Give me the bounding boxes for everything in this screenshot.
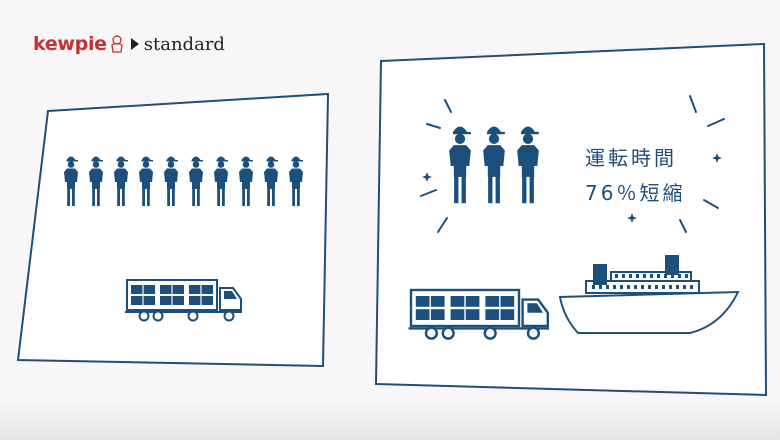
burst-rays bbox=[420, 95, 725, 233]
tagline: standard bbox=[143, 33, 225, 55]
panel-left bbox=[16, 92, 330, 368]
caption-line1: 運転時間 bbox=[585, 146, 677, 170]
panel-right bbox=[374, 42, 768, 397]
bottom-shade bbox=[0, 400, 780, 440]
caption-line2: 76％短縮 bbox=[585, 181, 686, 205]
ship-icon bbox=[558, 255, 740, 334]
brand-name: kewpie bbox=[33, 33, 107, 55]
play-icon bbox=[130, 38, 139, 50]
logo: kewpie standard bbox=[33, 31, 225, 57]
mascot-icon bbox=[111, 35, 123, 53]
